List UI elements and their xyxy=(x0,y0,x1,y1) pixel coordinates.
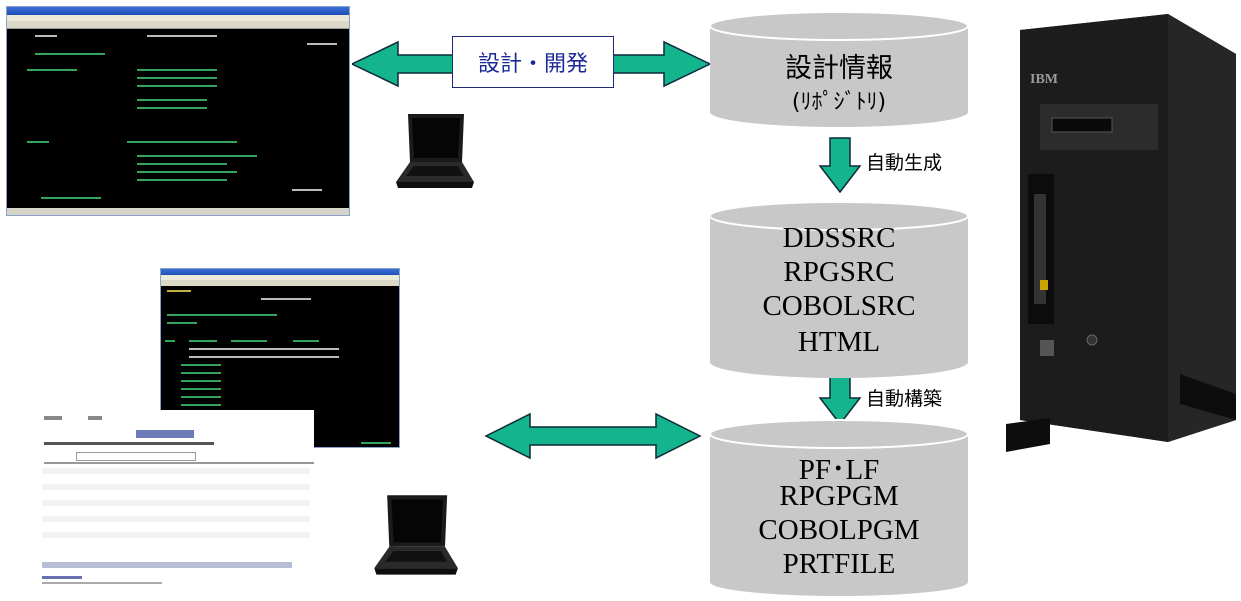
web-table xyxy=(38,468,314,554)
web-app-screenshot xyxy=(38,410,314,595)
window-titlebar xyxy=(161,269,399,275)
source-cylinder xyxy=(709,201,969,378)
object-item: PRTFILE xyxy=(782,548,896,580)
window-menubar xyxy=(161,275,399,280)
terminal-statusbar xyxy=(7,208,349,215)
bidirectional-arrow-runtime xyxy=(484,412,702,460)
laptop-icon xyxy=(374,495,458,575)
source-item: DDSSRC xyxy=(782,222,896,254)
auto-generate-label: 自動生成 xyxy=(866,152,943,174)
window-menubar xyxy=(7,15,349,21)
design-development-label: 設計・開発 xyxy=(452,36,614,88)
object-item: PF･LF xyxy=(798,454,880,486)
object-item: RPGPGM xyxy=(779,480,899,512)
source-item: COBOLSRC xyxy=(762,290,916,322)
repository-subtitle: (ﾘﾎﾟｼﾞﾄﾘ) xyxy=(791,90,887,115)
terminal-screenshot-design xyxy=(6,6,350,216)
window-toolbar xyxy=(7,21,349,29)
ibm-logo: IBM xyxy=(1030,72,1058,87)
window-titlebar xyxy=(7,7,349,15)
source-item: RPGSRC xyxy=(783,256,895,288)
repository-title: 設計情報 xyxy=(785,53,893,84)
repository-cylinder xyxy=(709,11,969,127)
terminal-screen xyxy=(7,29,349,213)
object-cylinder xyxy=(709,419,969,596)
down-arrow-generate xyxy=(818,137,862,194)
object-item: COBOLPGM xyxy=(758,514,920,546)
source-item: HTML xyxy=(797,326,881,358)
laptop-icon xyxy=(396,114,474,188)
auto-build-label: 自動構築 xyxy=(866,388,943,410)
ibm-server-image xyxy=(1006,14,1236,452)
